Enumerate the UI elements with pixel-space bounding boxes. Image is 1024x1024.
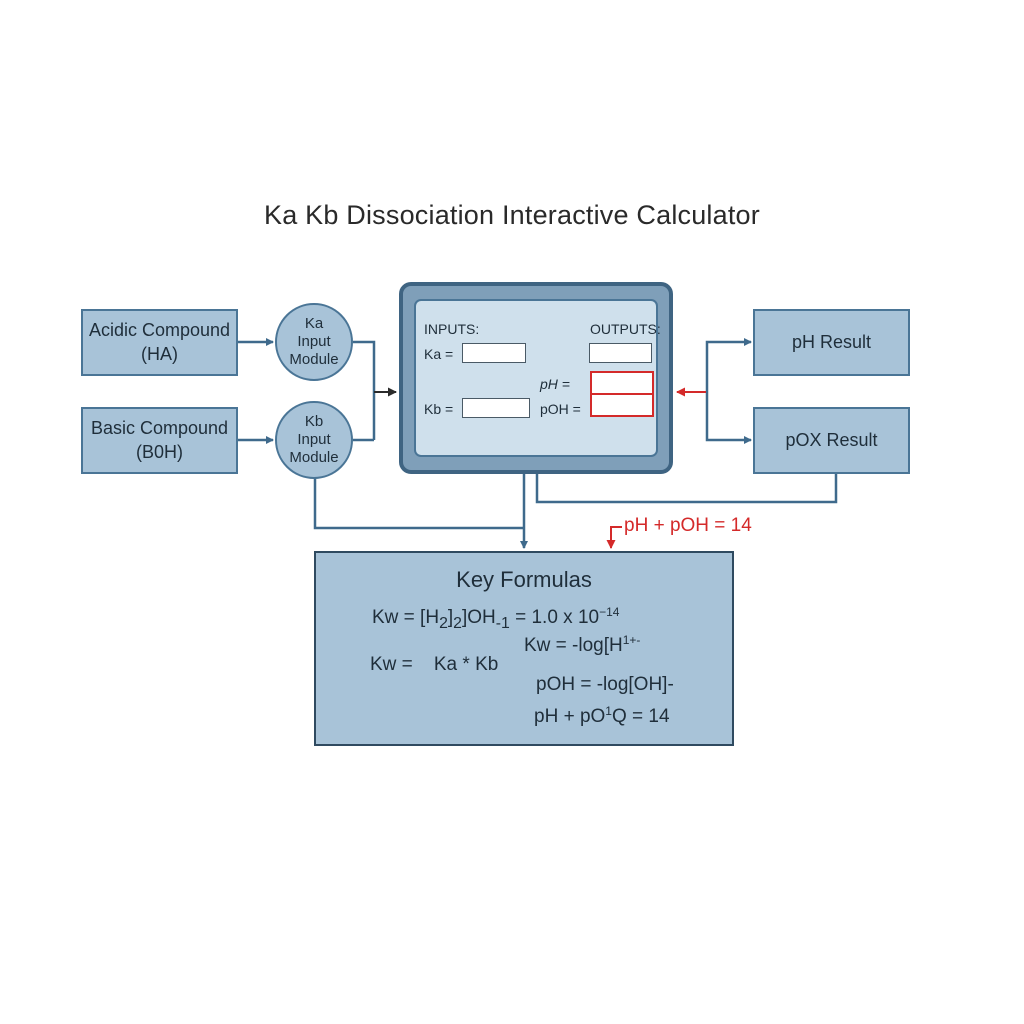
inputs-label: INPUTS: (424, 321, 480, 337)
outputs-label: OUTPUTS: (590, 321, 661, 337)
calculator-panel: INPUTS: OUTPUTS: Ka = pH = Kb = pOH = (399, 282, 673, 474)
calculator-screen: INPUTS: OUTPUTS: Ka = pH = Kb = pOH = (414, 299, 661, 457)
ph-poh-annotation: pH + pOH = 14 (624, 515, 752, 536)
kb-input[interactable] (462, 398, 530, 418)
acidic-compound-formula: (HA) (141, 343, 178, 364)
acidic-compound-node: Acidic Compound (HA) (81, 309, 238, 376)
ka-label: Ka = (424, 346, 454, 362)
basic-compound-label: Basic Compound (90, 418, 229, 439)
annotation-arrow (606, 526, 622, 549)
ka-to-bus (353, 340, 376, 440)
ka-module-line2: Input (297, 333, 331, 350)
acidic-compound-label: Acidic Compound (88, 320, 231, 341)
to-pox-result-arrow (705, 392, 752, 444)
poh-log-formula: pOH = -log[OH]- (536, 674, 674, 695)
kb-input-module[interactable]: Kb Input Module (275, 401, 353, 479)
poh-label: pOH = (540, 401, 581, 417)
pox-feedback (535, 474, 838, 504)
basic-compound-node: Basic Compound (B0H) (81, 407, 238, 474)
ka-input[interactable] (462, 343, 526, 363)
output-field (589, 343, 652, 363)
kw-log-formula: Kw = -log[H1+- (524, 633, 641, 656)
basic-compound-formula: (B0H) (135, 441, 183, 462)
ph-label: pH = (540, 376, 570, 392)
ka-module-line3: Module (289, 351, 339, 368)
kb-module-line1: Kb (304, 413, 324, 430)
ka-input-module[interactable]: Ka Input Module (275, 303, 353, 381)
key-formulas-heading: Key Formulas (456, 567, 592, 592)
pox-result-node: pOX Result (753, 407, 910, 474)
ph-result-node: pH Result (753, 309, 910, 376)
poh-output-field (590, 393, 654, 417)
kw-ion-product-formula: Kw = [H2]2]OH-1 = 1.0 x 10−14 (372, 605, 620, 632)
to-ph-result-arrow (705, 338, 752, 392)
kb-label: Kb = (424, 401, 454, 417)
diagram-title: Ka Kb Dissociation Interactive Calculato… (264, 200, 760, 230)
kb-module-line2: Input (297, 431, 331, 448)
ph-poh-sum-formula: pH + pO1Q = 14 (534, 704, 670, 727)
ka-module-line1: Ka (304, 315, 324, 332)
kb-to-formulas (313, 478, 524, 530)
kb-module-line3: Module (289, 449, 339, 466)
ph-output-field (590, 371, 654, 395)
ph-result-label: pH Result (791, 331, 872, 352)
kw-ka-kb-formula: Kw = Ka * Kb (370, 654, 499, 675)
key-formulas-box: Key Formulas Kw = [H2]2]OH-1 = 1.0 x 10−… (314, 551, 734, 746)
pox-result-label: pOX Result (785, 429, 878, 450)
